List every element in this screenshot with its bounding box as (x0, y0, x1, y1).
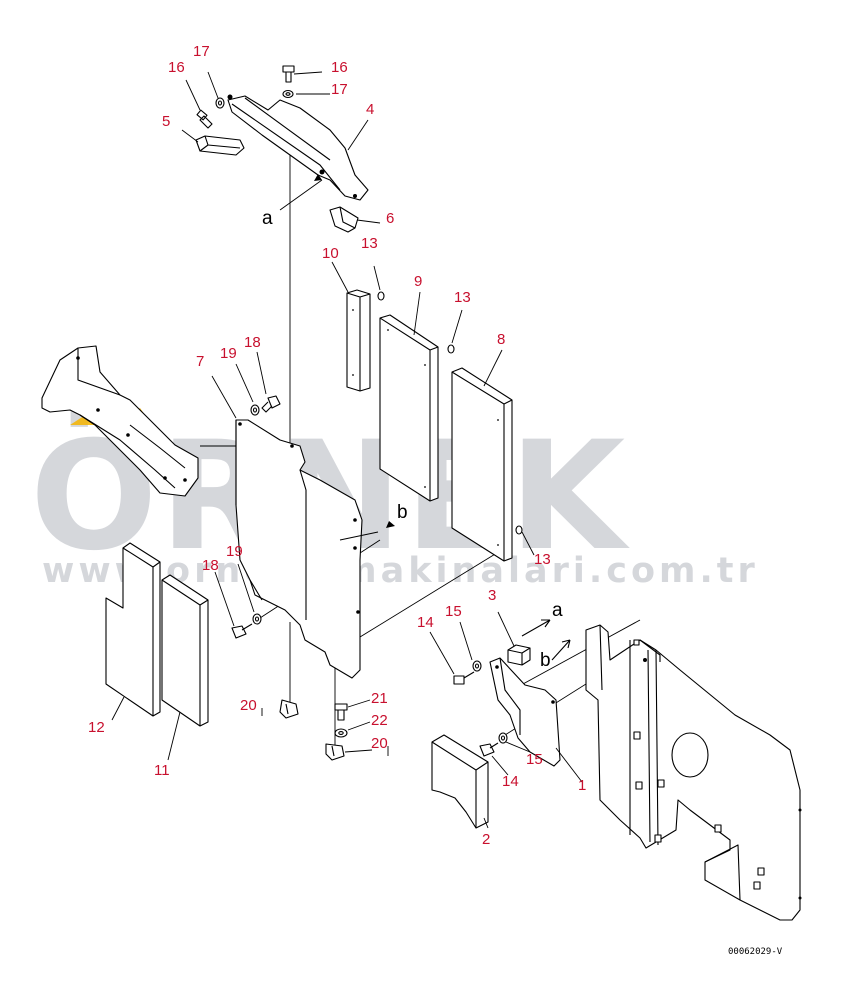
part-12-foam-pad (105, 542, 161, 717)
part-4-top-cover-bracket (227, 94, 369, 201)
callout-21: 21 (371, 690, 388, 707)
bolt-18-lower (231, 623, 253, 639)
callout-19-upper: 19 (220, 345, 237, 362)
callout-19-lower: 19 (226, 543, 243, 560)
leader-lines (111, 71, 583, 829)
callout-6: 6 (386, 210, 394, 227)
arrow-b-right-icon (551, 639, 571, 661)
callout-15-lower: 15 (526, 751, 543, 768)
callout-2: 2 (482, 831, 490, 848)
bolt-16-top-right (282, 65, 295, 83)
ref-letter-b-right: b (540, 650, 551, 671)
clip-20-right (325, 743, 345, 761)
washer-17-top-left (215, 97, 225, 109)
washer-17-top-right (282, 89, 294, 99)
part-9-panel (379, 314, 439, 502)
bolt-14-upper (453, 671, 475, 685)
watermark-url: www.ornekismakinalari.com.tr (42, 551, 759, 591)
callout-16-top-right: 16 (331, 59, 348, 76)
part-6-spacer-block (329, 206, 359, 233)
washer-19-upper (250, 404, 260, 416)
part-3-small-block (507, 644, 531, 666)
washer-15-lower (498, 732, 508, 744)
callout-13-c: 13 (534, 551, 551, 568)
callout-8: 8 (497, 331, 505, 348)
seal-13-c (515, 525, 523, 535)
callout-1: 1 (578, 777, 586, 794)
callout-14-upper: 14 (417, 614, 434, 631)
right-main-frame (585, 624, 802, 921)
part-11-foam-pad (161, 574, 209, 727)
arrow-a-top-icon (314, 174, 322, 181)
bolt-14-lower (479, 742, 499, 757)
callout-18-upper: 18 (244, 334, 261, 351)
washer-19-lower (252, 613, 262, 625)
part-8-panel (451, 367, 513, 562)
bolt-21 (334, 703, 348, 721)
callout-14-lower: 14 (502, 773, 519, 790)
callout-17-top-left: 17 (193, 43, 210, 60)
bolt-16-top-left (196, 109, 213, 129)
arrow-b-mid-icon (386, 521, 395, 528)
washer-22 (334, 728, 348, 738)
seal-13-a (377, 291, 385, 301)
callout-20-left: 20 (240, 697, 257, 714)
part-10-pad (346, 289, 371, 392)
drawing-code: 00062029-V (728, 947, 783, 957)
ref-letter-a-right: a (552, 600, 563, 621)
callout-18-lower: 18 (202, 557, 219, 574)
callout-22: 22 (371, 712, 388, 729)
ref-letter-a-top: a (262, 208, 273, 229)
callout-13-b: 13 (454, 289, 471, 306)
callout-10: 10 (322, 245, 339, 262)
washer-15-upper (472, 660, 482, 672)
callout-12: 12 (88, 719, 105, 736)
callout-20-right: 20 (371, 735, 388, 752)
part-7-center-plate (235, 419, 363, 679)
callout-numbers: 16 17 5 16 17 4 6 10 13 9 13 8 7 19 18 1… (88, 43, 586, 848)
left-side-guard (41, 345, 199, 497)
callout-13-a: 13 (361, 235, 378, 252)
callout-11: 11 (154, 762, 170, 779)
callout-3: 3 (488, 587, 496, 604)
part-2-cover-block (431, 734, 489, 829)
part-5-bracket-block (195, 135, 245, 156)
callout-17-top-right: 17 (331, 81, 348, 98)
callout-7: 7 (196, 353, 204, 370)
callout-16-top-left: 16 (168, 59, 185, 76)
clip-20-left (279, 699, 299, 719)
ref-letter-b-mid: b (397, 502, 408, 523)
part-1-side-bracket (489, 657, 561, 767)
reference-markers: a b a b (262, 174, 571, 671)
seal-13-b (447, 344, 455, 354)
callout-4: 4 (366, 101, 374, 118)
callout-15-upper: 15 (445, 603, 462, 620)
callout-5: 5 (162, 113, 170, 130)
bolt-18-upper (261, 395, 281, 413)
arrow-a-right-icon (521, 619, 551, 637)
callout-9: 9 (414, 273, 422, 290)
